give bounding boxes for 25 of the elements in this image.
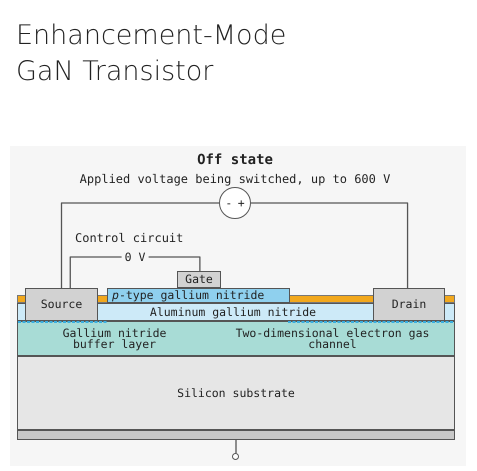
edge-label: 0 V xyxy=(122,250,148,264)
layer-label: Source xyxy=(40,299,82,310)
gan-buffer-layer xyxy=(17,321,455,356)
layer-label: Gate xyxy=(185,274,213,285)
source-electrode xyxy=(25,288,98,321)
wire xyxy=(251,202,408,288)
p-gan-layer xyxy=(107,288,290,303)
wire xyxy=(60,202,219,288)
wire xyxy=(235,440,237,453)
layer-label: Drain xyxy=(392,299,426,310)
layer-label: Aluminum gallium nitride xyxy=(150,306,316,318)
annotation: Control circuit xyxy=(75,231,184,245)
polarity-sign: + xyxy=(238,198,245,208)
drain-electrode xyxy=(373,288,445,321)
layer-label: Gallium nitride buffer layer xyxy=(62,328,168,350)
layer-label: Two-dimensional electron gas channel xyxy=(234,328,430,350)
annotation: Applied voltage being switched, up to 600 V xyxy=(80,172,390,186)
layer-label: p-type gallium nitride xyxy=(112,290,264,301)
silicon-substrate xyxy=(17,356,455,430)
title: Enhancement-Mode GaN Transistor xyxy=(16,19,288,89)
layer-label: Silicon substrate xyxy=(177,388,295,398)
polarity-sign: - xyxy=(225,198,232,208)
gate-electrode xyxy=(177,271,221,288)
back-contact-bar xyxy=(17,430,455,440)
state-heading: Off state xyxy=(197,152,273,168)
